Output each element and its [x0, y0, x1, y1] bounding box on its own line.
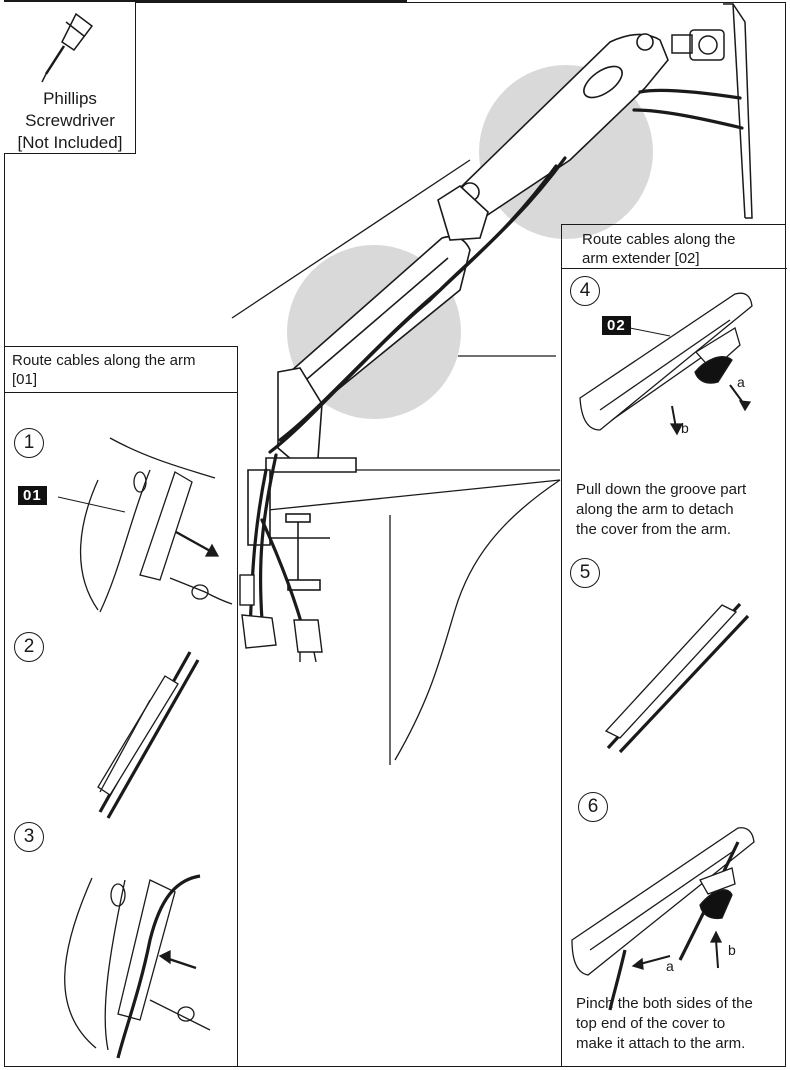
left-panel-title-line1: Route cables along the arm: [12, 352, 196, 369]
cable-plugs: [239, 574, 323, 663]
right-panel-title-line2: arm extender [02]: [582, 250, 700, 267]
part-tag-01: 01: [18, 486, 47, 505]
step4-label-a: a: [737, 374, 745, 390]
leader-02: [629, 327, 671, 337]
step4-illustration: [579, 292, 753, 436]
tool-box: Phillips Screwdriver [Not Included]: [4, 2, 136, 154]
step4-caption-line3: the cover from the arm.: [576, 521, 732, 538]
step4-caption-line2: along the arm to detach: [576, 501, 734, 518]
monitor-illustration: [671, 3, 753, 219]
tool-label-line3: [Not Included]: [17, 133, 123, 152]
left-panel-header: Route cables along the arm [01]: [4, 347, 238, 393]
right-panel-header: Route cables along the arm extender [02]: [562, 225, 787, 269]
step1-illustration: [79, 437, 233, 613]
step-1-number: 1: [14, 428, 44, 458]
top-rule: [4, 0, 407, 3]
step6-caption-line2: top end of the cover to: [576, 1015, 726, 1032]
step4-label-b: b: [681, 420, 689, 436]
step6-label-b: b: [728, 942, 736, 958]
step-3-number: 3: [14, 822, 44, 852]
step6-illustration: [571, 827, 755, 1011]
step-6-number: 6: [578, 792, 608, 822]
step6-caption-line1: Pinch the both sides of the: [576, 995, 753, 1012]
right-panel-title-line1: Route cables along the: [582, 231, 736, 248]
step-5-number: 5: [570, 558, 600, 588]
diagram-frame: [4, 2, 786, 1067]
part-tag-02: 02: [602, 316, 631, 335]
step2-illustration: [97, 651, 200, 819]
arm-main: [289, 184, 489, 405]
arm-extender: [457, 33, 669, 221]
step-4-number: 4: [570, 276, 600, 306]
tool-label-line2: Screwdriver: [25, 111, 115, 130]
step4-caption: Pull down the groove part along the arm …: [576, 480, 746, 540]
step6-caption: Pinch the both sides of the top end of t…: [576, 994, 753, 1054]
step-2-number: 2: [14, 632, 44, 662]
screwdriver-icon: [41, 12, 94, 83]
leader-01: [57, 496, 126, 513]
left-panel-title-line2: [01]: [12, 371, 38, 388]
step6-label-a: a: [666, 958, 674, 974]
step5-illustration: [604, 602, 750, 754]
tool-label-line1: Phillips: [43, 89, 97, 108]
step4-caption-line1: Pull down the groove part: [576, 481, 747, 498]
step3-illustration: [64, 874, 211, 1059]
step6-caption-line3: make it attach to the arm.: [576, 1035, 746, 1052]
left-panel: Route cables along the arm [01]: [4, 346, 238, 1066]
right-panel: Route cables along the arm extender [02]: [561, 224, 787, 1066]
tool-label: Phillips Screwdriver [Not Included]: [4, 88, 136, 154]
